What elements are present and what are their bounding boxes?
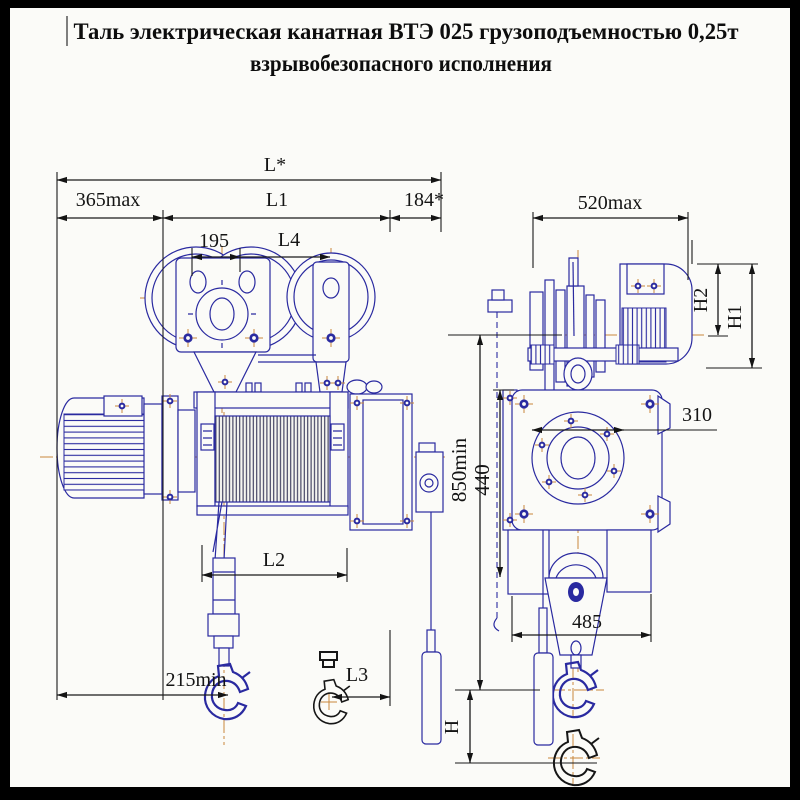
drawing-title: Таль электрическая канатная ВТЭ 025 груз… [66,16,740,76]
dimension-annotations: L* 365max L1 184* 195 L4 L2 215min L3 [56,154,762,764]
dim-184: 184* [404,189,444,211]
dim-h: H [441,720,463,734]
dim-l4: L4 [278,229,300,251]
trolley-axle [527,344,679,391]
pendant-control-front [421,512,442,745]
hook-lowered-sketch [312,651,351,725]
limit-switch [415,442,444,513]
dim-l1: L1 [266,189,288,211]
dim-h1: H1 [724,305,746,329]
dim-h2: H2 [690,288,712,312]
dim-440: 440 [470,464,494,496]
dim-520max: 520max [578,192,642,214]
dim-l-star: L* [264,154,286,176]
dim-l2: L2 [263,549,285,571]
title-line-2: взрывобезопасного исполнения [250,51,552,76]
dim-365max: 365max [76,189,140,211]
dim-310: 310 [682,404,712,426]
drum-housing-end [502,389,671,534]
hoist-motor [56,393,196,505]
hoist-frame [193,382,349,516]
rope-drum [200,415,345,503]
dim-l3: L3 [346,664,368,686]
trolley-hanger [312,261,350,363]
suspension-links [193,351,347,393]
right-view [487,257,693,787]
title-line-1: Таль электрическая канатная ВТЭ 025 груз… [74,19,740,44]
dim-215min: 215min [165,669,226,691]
pendant-control-side [533,530,554,746]
trolley-gear-plate [175,257,271,353]
left-view [56,246,444,745]
gearbox [346,379,415,531]
dim-850min: 850min [447,437,471,502]
dim-485: 485 [572,611,602,633]
dim-195: 195 [199,230,229,252]
